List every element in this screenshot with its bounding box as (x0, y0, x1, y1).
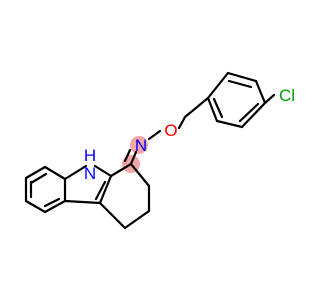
bond (98, 201, 127, 230)
pyrrole-ring (63, 164, 113, 205)
bond (177, 115, 187, 130)
bond-inner (29, 172, 48, 185)
bond (123, 209, 151, 230)
bond-inner (94, 180, 107, 201)
bond (98, 174, 113, 205)
bond (63, 199, 102, 205)
atom-label-chlorine: Cl (279, 86, 295, 105)
bond-inner (227, 79, 253, 89)
atom-label-oxime-o: O (164, 121, 177, 140)
oxime-linker (123, 96, 210, 166)
bond (43, 199, 67, 214)
bond (129, 150, 138, 166)
bond (129, 162, 151, 188)
cyclohexene-ring (98, 162, 151, 230)
bond (206, 71, 230, 100)
bond-inner (238, 102, 260, 123)
bond-inner (212, 97, 224, 119)
benzo-ring (24, 165, 67, 214)
bond (24, 199, 47, 214)
bond (263, 93, 276, 105)
bond (183, 96, 210, 119)
bond-inner (43, 197, 61, 208)
bond (43, 165, 67, 181)
bond (24, 165, 47, 180)
bond (123, 148, 132, 163)
bond (206, 96, 219, 123)
bond (254, 79, 267, 105)
bond (226, 71, 258, 83)
bond (109, 162, 133, 178)
highlight-oxime-n (130, 136, 148, 154)
bond (147, 129, 162, 141)
atom-label-oxime-n: N (135, 136, 147, 155)
chlorophenyl-ring (206, 71, 276, 129)
bond (63, 164, 88, 181)
bond (215, 119, 244, 129)
bond (240, 101, 267, 129)
bond (93, 164, 113, 178)
